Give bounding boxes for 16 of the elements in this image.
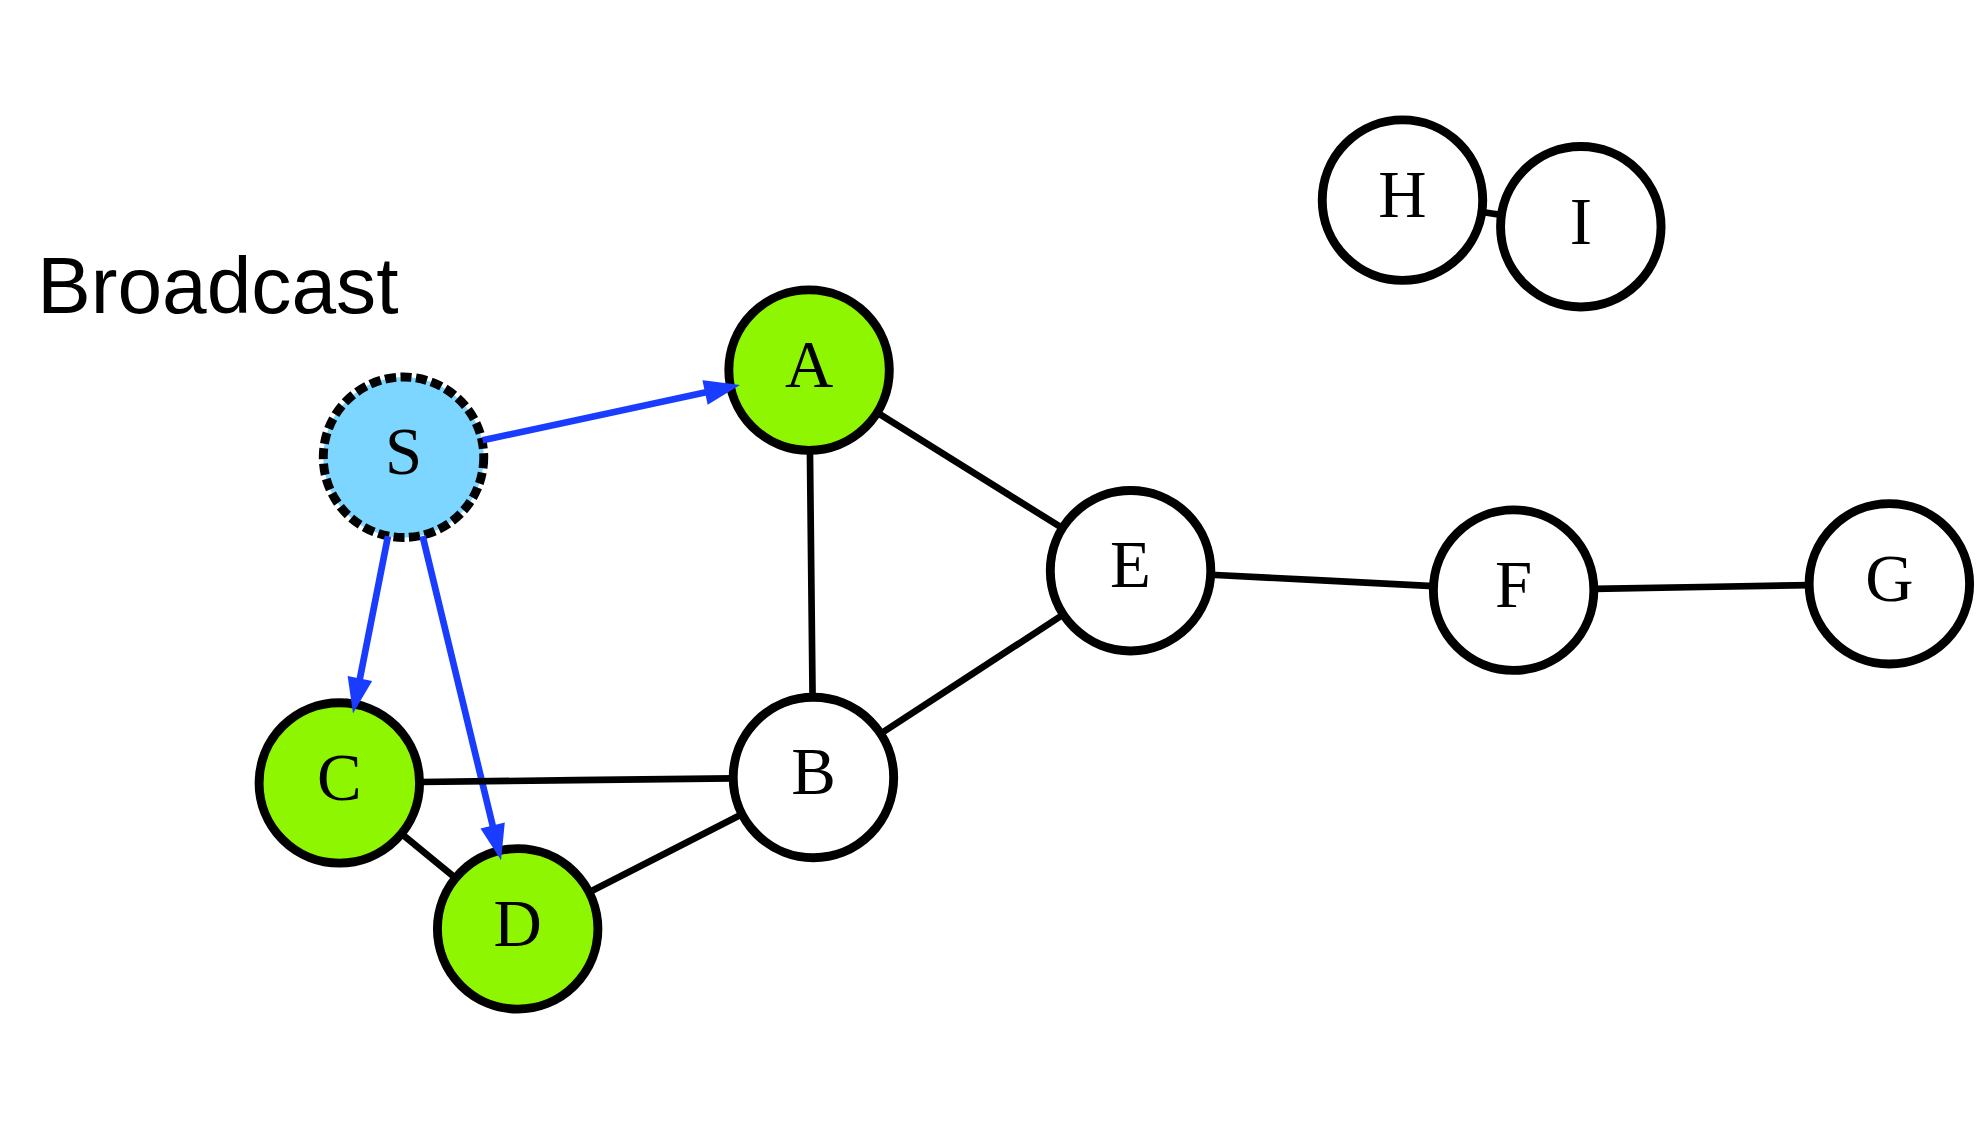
connector bbox=[879, 611, 1065, 736]
node-circle: H bbox=[1317, 114, 1487, 285]
node-circle: C bbox=[254, 697, 424, 868]
arrow bbox=[481, 379, 740, 443]
connector bbox=[399, 830, 457, 880]
label: Broadcast bbox=[36, 239, 398, 330]
node-circle: F bbox=[1428, 504, 1598, 675]
node-circle: D bbox=[432, 843, 602, 1014]
node-circle: S bbox=[318, 372, 488, 542]
node-circle: A bbox=[723, 284, 894, 455]
node-circle: E bbox=[1045, 485, 1215, 655]
node-circle: I bbox=[1495, 141, 1665, 311]
arrow bbox=[418, 534, 505, 860]
arrow bbox=[347, 534, 391, 714]
node-circle: G bbox=[1804, 498, 1974, 669]
node-circle: B bbox=[728, 692, 898, 862]
